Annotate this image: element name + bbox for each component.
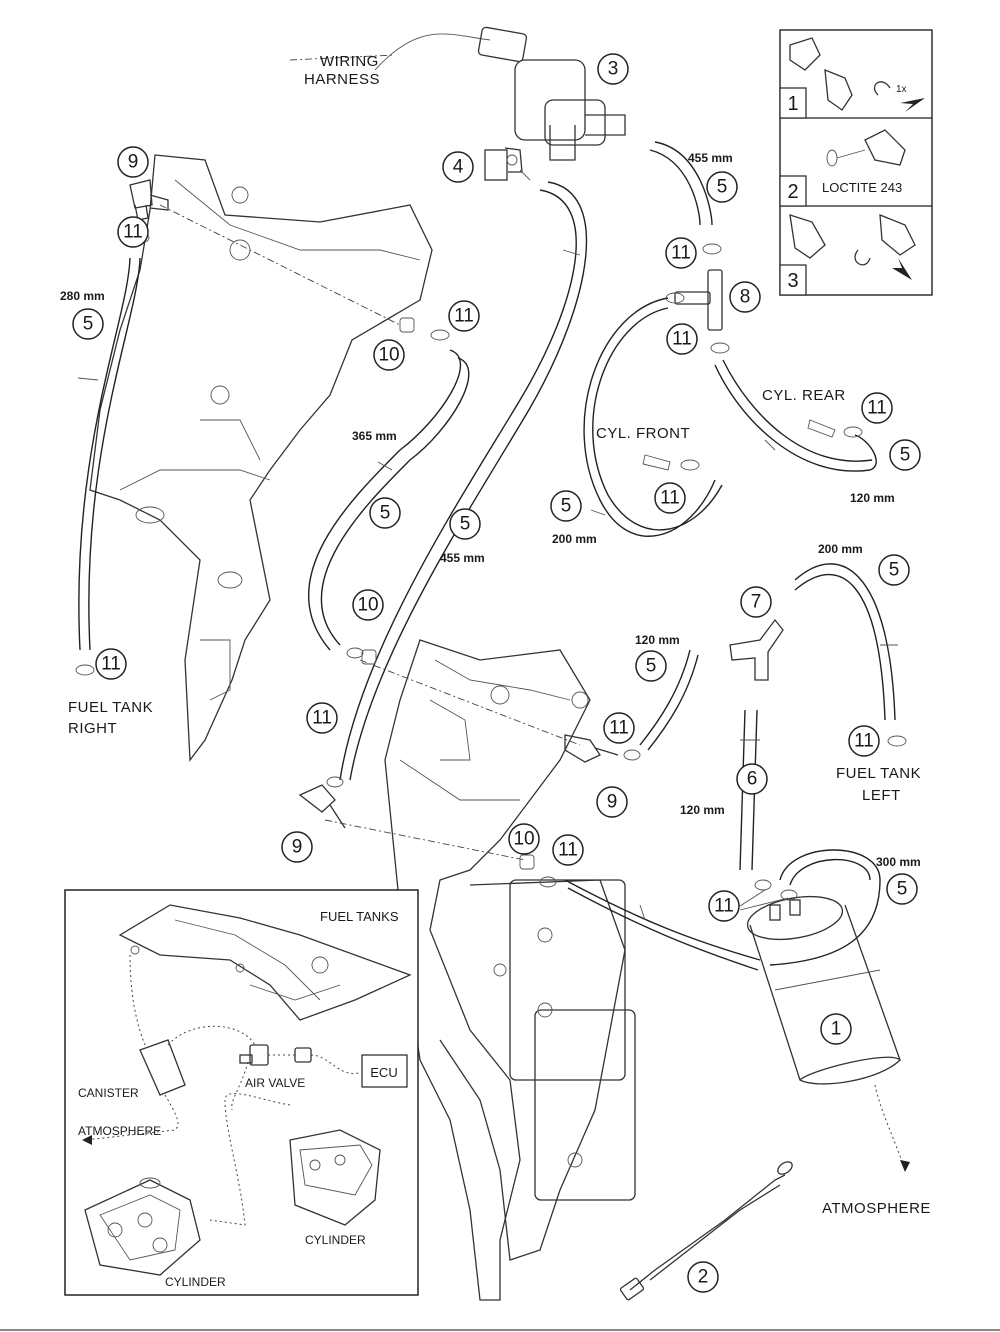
callout-11-l: 11 [714,896,734,917]
len-120-mid: 120 mm [635,633,680,647]
callout-5-f: 5 [460,514,471,535]
len-120-6: 120 mm [680,803,725,817]
callout-11-k: 11 [558,840,578,861]
callout-5-h: 5 [646,656,657,677]
inset-schematic: FUEL TANKS ECU CANISTER ATMOSPHERE AIR V… [64,889,419,1296]
cyl-rear-label: CYL. REAR [762,387,846,404]
callout-5-b: 5 [717,177,728,198]
callout-11-a: 11 [123,222,143,243]
callout-2: 2 [698,1267,709,1288]
callouts: 3 4 9 11 5 5 11 8 11 11 10 11 5 11 5 5 5… [72,53,921,1293]
callout-9-top: 9 [128,152,139,173]
solenoid-valve-3 [374,26,626,161]
guide-lines [159,54,581,861]
assembly-steps-box: 1 2 3 1x LOCTITE 243 [779,29,933,296]
callout-11-j: 11 [854,731,874,752]
callout-5-d: 5 [561,496,572,517]
callout-5-e: 5 [380,503,391,524]
callout-6: 6 [747,769,758,790]
callout-11-h: 11 [312,708,332,729]
loctite-label: LOCTITE 243 [822,180,902,195]
step-3: 3 [787,270,798,292]
step-1: 1 [787,93,798,115]
callout-4: 4 [453,157,464,178]
len-280: 280 mm [60,289,105,303]
hoses [77,141,898,971]
fuel-tank-right-label-1: FUEL TANK [68,699,153,716]
callout-11-g: 11 [101,654,121,675]
len-365: 365 mm [352,429,397,443]
fuel-tank-left-label-2: LEFT [862,787,901,804]
callout-3: 3 [608,59,619,80]
callout-11-e: 11 [867,398,887,419]
len-455-top: 455 mm [688,151,733,165]
callout-5-c: 5 [900,445,911,466]
callout-10-a: 10 [378,345,399,366]
once-label: 1x [896,84,907,95]
wiring-label: WIRING [320,53,379,70]
callout-5-i: 5 [897,879,908,900]
canister-1 [746,895,910,1172]
callout-7: 7 [751,592,762,613]
inset-cylinder-left: CYLINDER [165,1275,226,1289]
atmosphere-label: ATMOSPHERE [822,1200,931,1217]
callout-9-mid: 9 [607,792,618,813]
inset-atmosphere: ATMOSPHERE [78,1124,161,1138]
callout-1: 1 [831,1019,842,1040]
cyl-front-label: CYL. FRONT [596,425,690,442]
callout-11-d: 11 [454,306,474,327]
callout-10-c: 10 [513,829,534,850]
elbow-fitting-9-bot [298,784,346,829]
callout-5-g: 5 [889,560,900,581]
elbow-fitting-9-top [129,179,169,221]
len-300: 300 mm [876,855,921,869]
tee-fitting-8 [674,269,723,331]
frame-left [89,154,433,762]
elbow-fitting-9-mid [564,734,619,763]
filter-2 [619,1161,793,1301]
inset-canister: CANISTER [78,1086,139,1100]
tee-fitting-7 [729,618,784,681]
callout-8: 8 [740,287,751,308]
step-2: 2 [787,181,798,203]
callout-5-a: 5 [83,314,94,335]
len-455-mid: 455 mm [440,551,485,565]
callout-10-b: 10 [357,595,378,616]
bracket-4 [484,147,531,181]
callout-9-bot: 9 [292,837,303,858]
fuel-tank-right-label-2: RIGHT [68,720,117,737]
frame-right [384,639,636,1301]
harness-label: HARNESS [304,71,380,88]
callout-11-i: 11 [609,718,629,739]
callout-11-b: 11 [671,243,691,264]
callout-11-c: 11 [672,329,692,350]
inset-fuel-tanks: FUEL TANKS [320,909,399,924]
inset-air-valve: AIR VALVE [245,1076,305,1090]
labels: WIRING HARNESS FUEL TANK RIGHT FUEL TANK… [60,53,931,1217]
callout-11-f: 11 [660,488,680,509]
len-200-front: 200 mm [552,532,597,546]
fuel-tank-left-label-1: FUEL TANK [836,765,921,782]
inset-cylinder-right: CYLINDER [305,1233,366,1247]
len-200-left: 200 mm [818,542,863,556]
inset-ecu: ECU [370,1065,397,1080]
len-120-rear: 120 mm [850,491,895,505]
